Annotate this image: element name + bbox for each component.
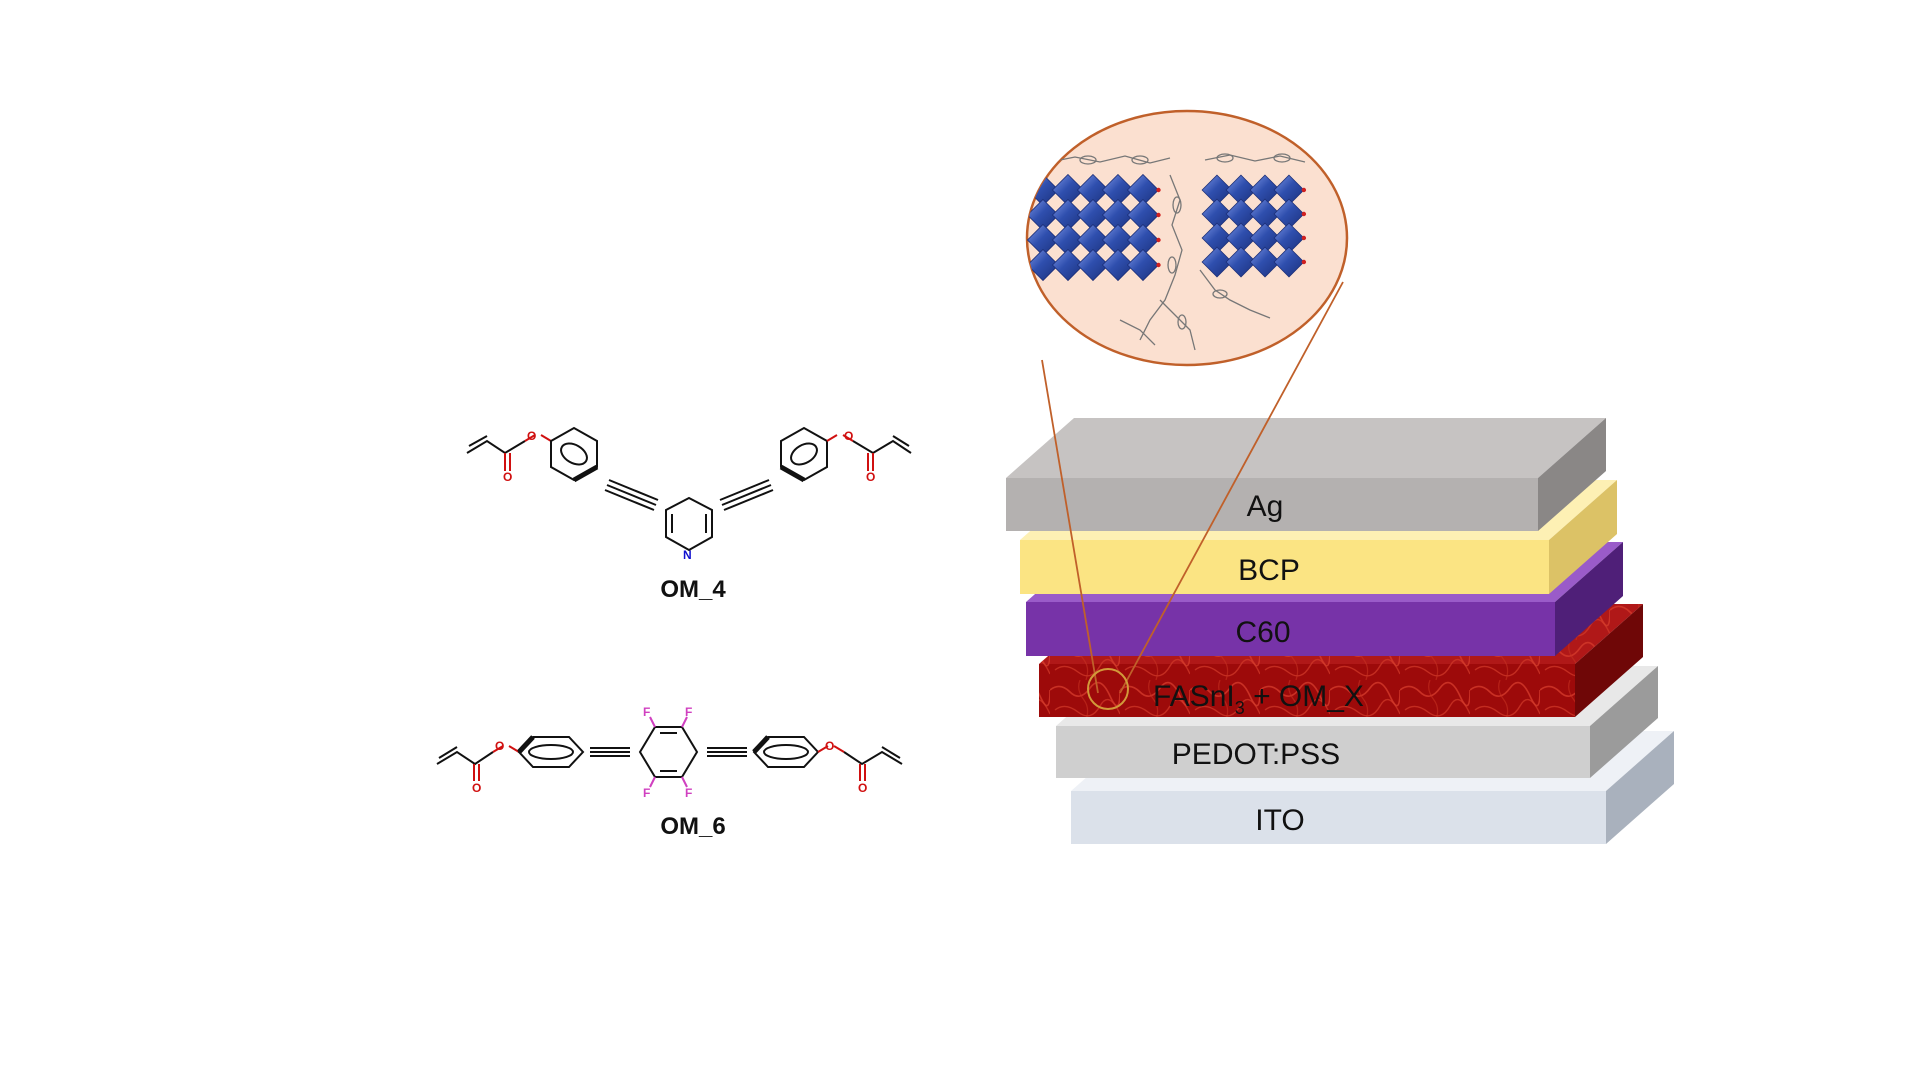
octahedron bbox=[1273, 246, 1305, 278]
layer-perovskite-label: FASnI3 + OM_X bbox=[1153, 680, 1364, 718]
om4-oxygen-atom-3: O bbox=[844, 429, 853, 443]
om6-left-acrylate bbox=[436, 750, 494, 766]
octahedron bbox=[1126, 248, 1160, 282]
organic-molecules bbox=[1049, 153, 1306, 351]
om4-left-acrylate bbox=[466, 439, 526, 455]
layer-c60-label: C60 bbox=[1235, 616, 1290, 649]
iodide-atom bbox=[1156, 212, 1161, 218]
om6-label: OM_6 bbox=[660, 813, 725, 840]
iodide-atom bbox=[1301, 259, 1307, 265]
perovskite-additive: + OM_X bbox=[1245, 680, 1364, 713]
om6-oxygen-atom-4: O bbox=[858, 781, 867, 795]
om6-fluorine-atom-3: F bbox=[643, 786, 650, 800]
octahedron bbox=[1101, 248, 1135, 282]
om4-oxygen-atom-1: O bbox=[527, 429, 536, 443]
om4-pyridine-ring bbox=[665, 496, 713, 552]
device-stack: ITO PEDOT:PSS FASnI3 + OM_X C60 bbox=[1006, 418, 1674, 844]
layer-ag: Ag bbox=[1006, 418, 1606, 531]
zoom-source-circle bbox=[1087, 668, 1129, 710]
iodide-atom bbox=[1156, 262, 1161, 268]
layer-pedot-label: PEDOT:PSS bbox=[1172, 738, 1340, 771]
octahedron bbox=[1027, 248, 1060, 282]
om6-oxygen-atom-3: O bbox=[825, 739, 834, 753]
perovskite-formula: FASnI bbox=[1153, 680, 1235, 713]
perovskite-crystal-left bbox=[1027, 173, 1161, 282]
om6-fluorine-atom-2: F bbox=[685, 705, 692, 719]
om6-fluorinated-ring bbox=[638, 726, 699, 778]
crystal-structure bbox=[1027, 153, 1307, 351]
layer-ito-label: ITO bbox=[1255, 804, 1304, 837]
layer-ag-label: Ag bbox=[1247, 490, 1284, 523]
iodide-atom bbox=[1301, 187, 1307, 193]
perovskite-subscript: 3 bbox=[1235, 698, 1245, 718]
iodide-atom bbox=[1301, 235, 1307, 241]
om4-label: OM_4 bbox=[660, 576, 726, 603]
om4-structure bbox=[466, 426, 912, 552]
zoom-line-right bbox=[1119, 281, 1344, 694]
octahedron bbox=[1076, 248, 1110, 282]
om6-oxygen-atom-2: O bbox=[472, 781, 481, 795]
perovskite-crystal-right bbox=[1201, 174, 1307, 278]
zoom-callout bbox=[1025, 109, 1349, 710]
zoom-inset-ellipse bbox=[1025, 109, 1349, 367]
octahedron bbox=[1051, 248, 1085, 282]
om6-structure bbox=[436, 716, 903, 788]
om6-fluorine-atom-4: F bbox=[685, 786, 692, 800]
iodide-atom bbox=[1156, 237, 1161, 243]
iodide-atom bbox=[1156, 187, 1161, 193]
iodide-atom bbox=[1301, 211, 1307, 217]
om6-fluorine-atom-1: F bbox=[643, 705, 650, 719]
octahedron bbox=[1201, 246, 1233, 278]
om6-right-acrylate bbox=[843, 750, 903, 766]
octahedron bbox=[1225, 246, 1257, 278]
om4-right-acrylate bbox=[852, 439, 912, 455]
om4-oxygen-atom-4: O bbox=[866, 470, 875, 484]
layer-bcp-label: BCP bbox=[1238, 554, 1300, 587]
zoom-line-left bbox=[1041, 359, 1099, 694]
om4-nitrogen-atom: N bbox=[683, 548, 692, 562]
octahedron bbox=[1249, 246, 1281, 278]
om6-oxygen-atom-1: O bbox=[495, 739, 504, 753]
om4-oxygen-atom-2: O bbox=[503, 470, 512, 484]
